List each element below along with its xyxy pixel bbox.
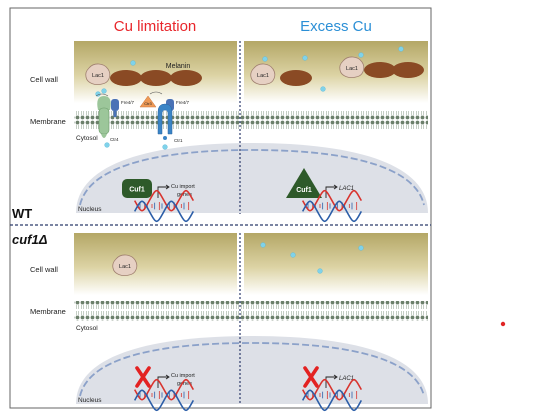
copper-ion bbox=[358, 245, 364, 251]
copper-ion bbox=[104, 142, 110, 148]
promoter-arrow-icon bbox=[325, 186, 336, 198]
melanin-granule bbox=[392, 62, 424, 78]
cu-import-genes-line2: genes bbox=[177, 381, 192, 387]
promoter-arrowhead bbox=[333, 184, 338, 190]
copper-ion bbox=[398, 46, 404, 52]
ctr3-transporter bbox=[139, 95, 157, 108]
lac1-label: Lac1 bbox=[257, 73, 269, 79]
label-membrane-wt: Membrane bbox=[30, 117, 66, 126]
cuf1-factor bbox=[286, 168, 322, 198]
promoter-arrow-icon bbox=[325, 376, 336, 388]
header-excess-cu: Excess Cu bbox=[300, 18, 372, 35]
mutant-cell-wall-right bbox=[244, 233, 428, 295]
copper-ion bbox=[358, 52, 364, 58]
promoter-arrowhead bbox=[333, 374, 338, 380]
wt-membrane bbox=[74, 111, 428, 131]
melanin-label: Melanin bbox=[166, 63, 191, 70]
copper-ion bbox=[302, 55, 308, 61]
cuf1-label: Cuf1 bbox=[129, 187, 145, 194]
mutant-right-content: LAC1 bbox=[260, 242, 364, 412]
cu-import-genes-line1: Cu import bbox=[171, 184, 195, 190]
reduction-arrow bbox=[95, 93, 109, 97]
label-membrane-mutant: Membrane bbox=[30, 307, 66, 316]
lac1-label: Lac1 bbox=[92, 73, 104, 79]
melanin-granule bbox=[170, 70, 202, 86]
red-dot bbox=[500, 321, 506, 327]
promoter-arrowhead bbox=[165, 374, 170, 380]
ctr1-transporter bbox=[157, 103, 173, 140]
promoter-arrow-icon bbox=[157, 186, 168, 198]
label-nucleus-wt: Nucleus bbox=[78, 206, 102, 213]
mutant-panel bbox=[74, 233, 428, 405]
ctr3-label: Ctr3 bbox=[144, 101, 152, 106]
lac1-gene-label: LAC1 bbox=[339, 376, 354, 382]
copper-ion bbox=[162, 144, 168, 150]
label-cytosol-mutant: Cytosol bbox=[76, 325, 98, 332]
mutant-left-content: Lac1 Cu import genes bbox=[112, 254, 195, 412]
ctr4-transporter bbox=[97, 96, 111, 138]
wt-left-content: Lac1 Melanin Ctr4 Fre4/7 Ctr3 Fre4/7 bbox=[85, 60, 202, 223]
cu-import-genes-line1: Cu import bbox=[171, 373, 195, 379]
wt-nuclear-envelope bbox=[79, 149, 425, 206]
fre47-reductase bbox=[111, 99, 119, 117]
label-cell-wall-wt: Cell wall bbox=[30, 75, 58, 84]
header-cu-limitation: Cu limitation bbox=[114, 18, 197, 35]
copper-ion bbox=[130, 60, 136, 66]
cu-import-genes-line2: genes bbox=[177, 192, 192, 198]
label-cell-wall-mutant: Cell wall bbox=[30, 265, 58, 274]
wt-right-content: Lac1 Lac1 Cuf1 LAC1 bbox=[250, 46, 424, 223]
label-cuf1-delta: cuf1Δ bbox=[12, 232, 48, 247]
lac1-label: Lac1 bbox=[119, 264, 131, 270]
lac1-label: Lac1 bbox=[346, 66, 358, 72]
copper-ion bbox=[320, 86, 326, 92]
melanin-granule bbox=[140, 70, 172, 86]
copper-ion bbox=[260, 242, 266, 248]
promoter-arrow-icon bbox=[157, 376, 168, 388]
promoter-arrowhead bbox=[165, 184, 170, 190]
lac1-gene-label: LAC1 bbox=[339, 186, 354, 192]
copper-ion bbox=[290, 252, 296, 258]
copper-ion bbox=[317, 268, 323, 274]
label-nucleus-mutant: Nucleus bbox=[78, 397, 102, 404]
wt-nucleus bbox=[76, 143, 428, 213]
mutant-nucleus bbox=[76, 336, 428, 404]
mutant-nuclear-envelope bbox=[79, 342, 425, 397]
cuf1-label: Cuf1 bbox=[296, 187, 312, 194]
mutant-cell-wall-left bbox=[74, 233, 237, 295]
label-wt: WT bbox=[12, 206, 32, 221]
mutant-membrane bbox=[74, 301, 428, 321]
melanin-granule bbox=[280, 70, 312, 86]
ctr4-label: Ctr4 bbox=[110, 137, 119, 142]
reduction-arrow bbox=[149, 91, 163, 95]
copper-ion bbox=[101, 88, 107, 94]
fre47-label: Fre4/7 bbox=[121, 100, 135, 105]
fre47-label: Fre4/7 bbox=[176, 100, 190, 105]
melanin-granule bbox=[110, 70, 142, 86]
label-cytosol-wt: Cytosol bbox=[76, 135, 98, 142]
copper-ion bbox=[262, 56, 268, 62]
ctr1-label: Ctr1 bbox=[174, 138, 183, 143]
cuf1-factor bbox=[122, 179, 152, 198]
wt-panel bbox=[74, 41, 428, 214]
melanin-granule bbox=[364, 62, 396, 78]
